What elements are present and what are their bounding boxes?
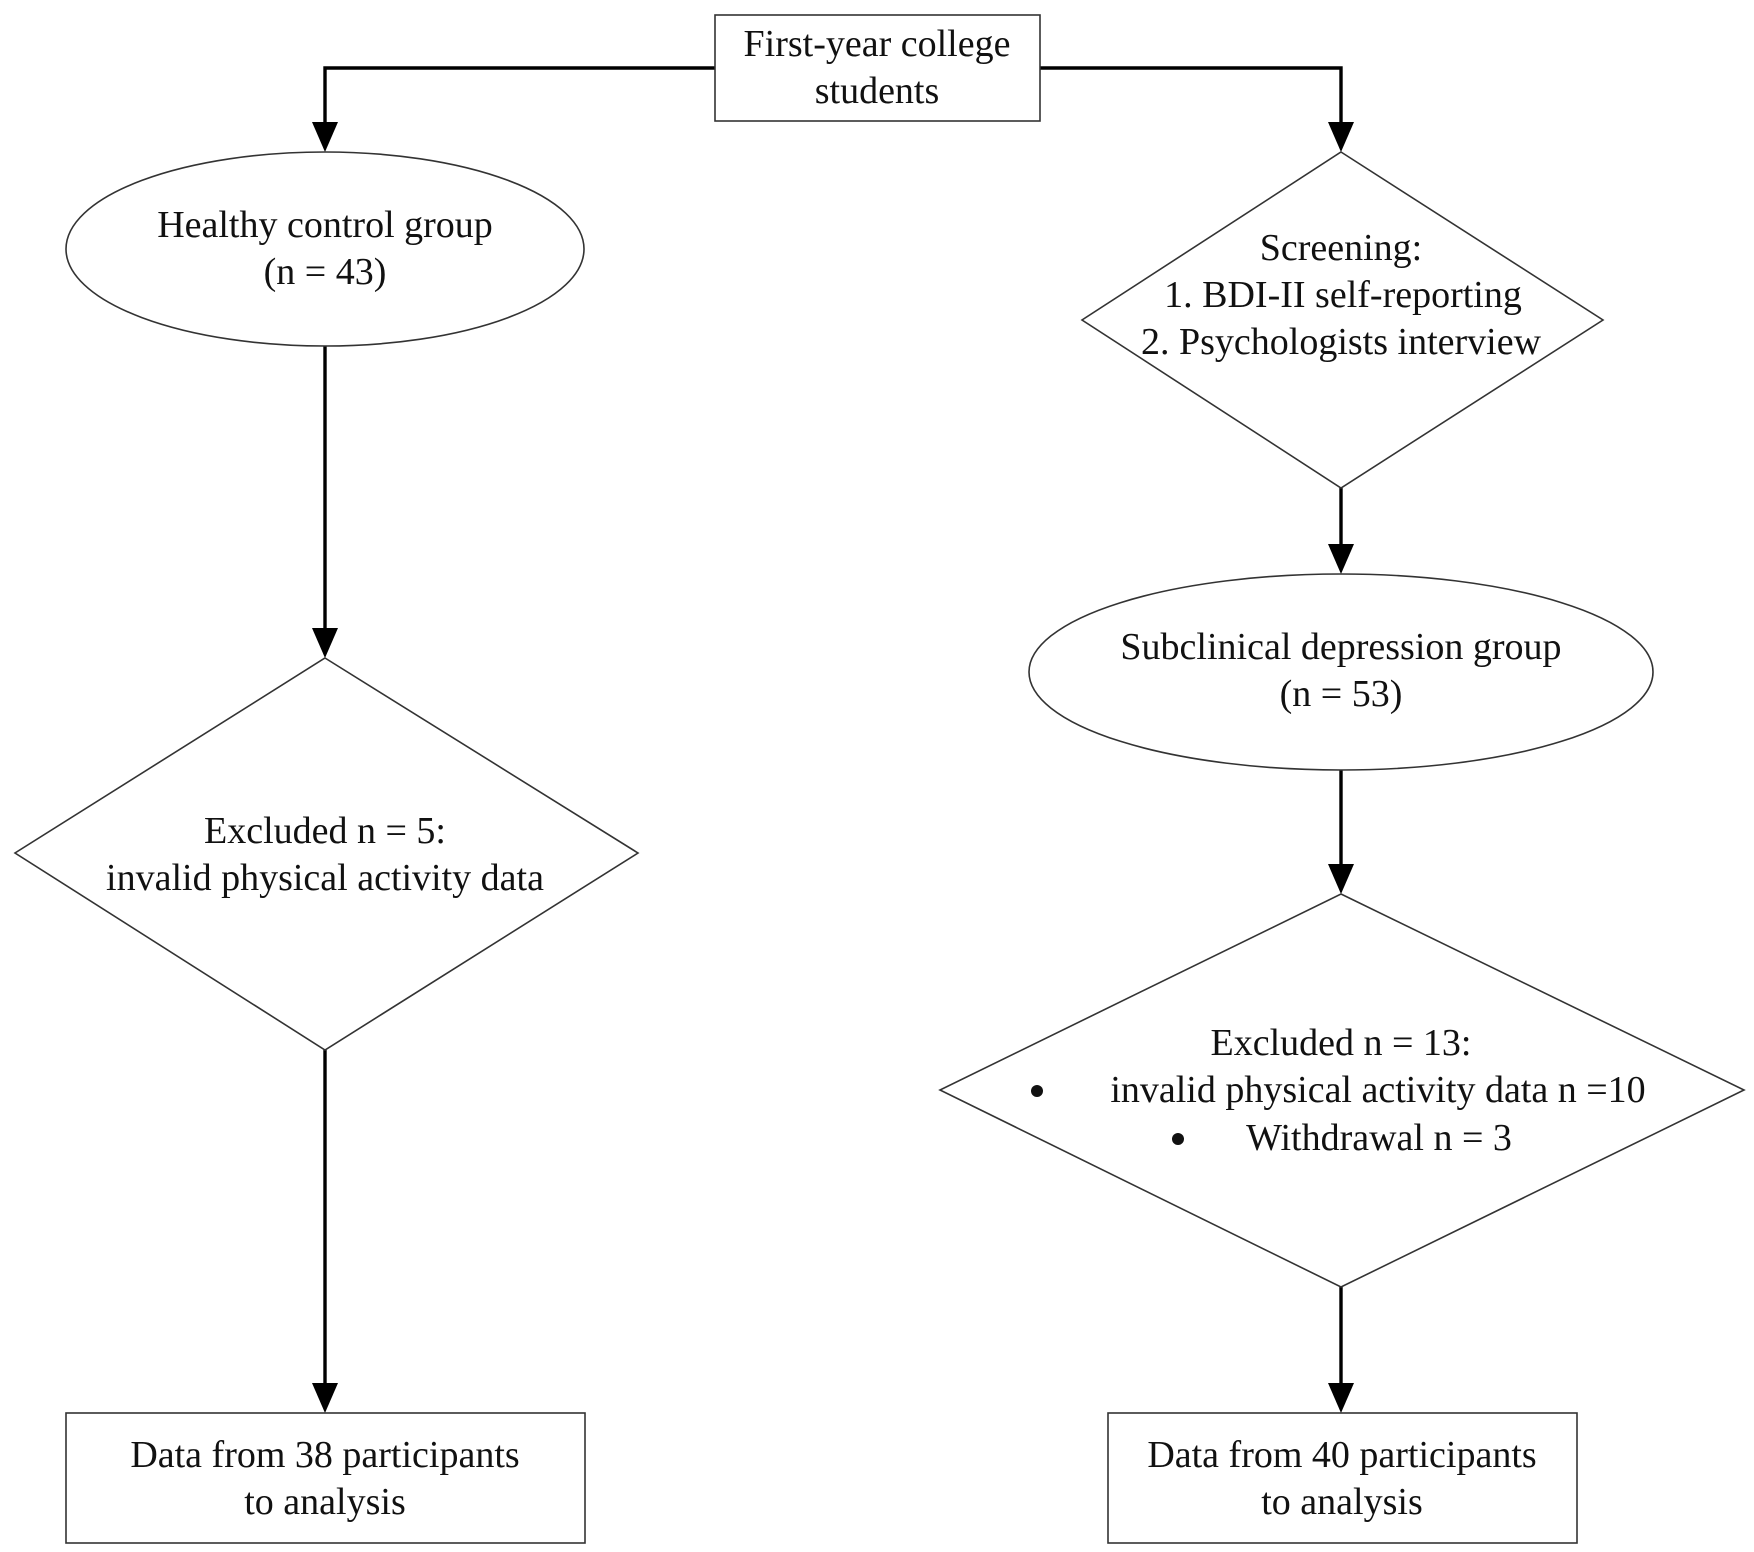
excluded-left-diamond [13, 657, 640, 1051]
node-result-right: Data from 40 participants to analysis [1107, 1412, 1578, 1544]
result-left-line-1: Data from 38 participants [130, 1434, 519, 1476]
healthy-control-label: Healthy control group [157, 204, 493, 246]
excluded-right-bullet-2: Withdrawal n = 3 [1246, 1117, 1512, 1159]
arrowhead-screening [1328, 122, 1354, 152]
node-subclinical: Subclinical depression group (n = 53) [1028, 573, 1654, 771]
arrowhead-result-left [312, 1383, 338, 1413]
bullet-dot-1 [1031, 1085, 1043, 1097]
node-healthy-control: Healthy control group (n = 43) [65, 151, 585, 347]
result-left-line-2: to analysis [244, 1481, 405, 1523]
result-right-box [1107, 1412, 1578, 1544]
screening-diamond [1080, 151, 1605, 489]
result-left-box [65, 1412, 586, 1544]
arrowhead-result-right [1328, 1383, 1354, 1413]
excluded-right-title: Excluded n = 13: [1211, 1022, 1472, 1064]
start-label-line-2: students [815, 70, 940, 112]
connectors [312, 66, 1354, 1413]
arrowhead-subclinical [1328, 544, 1354, 574]
excluded-left-reason: invalid physical activity data [106, 857, 544, 899]
arrowhead-excluded-left [312, 628, 338, 658]
subclinical-count: (n = 53) [1280, 673, 1403, 715]
node-screening: Screening: 1. BDI-II self-reporting 2. P… [1080, 151, 1605, 489]
edge-start-to-screening [1040, 66, 1343, 122]
start-box [714, 14, 1041, 122]
node-result-left: Data from 38 participants to analysis [65, 1412, 586, 1544]
arrowhead-excluded-right [1328, 864, 1354, 894]
screening-step-1: 1. BDI-II self-reporting [1164, 274, 1522, 316]
node-excluded-right: Excluded n = 13: invalid physical activi… [938, 893, 1746, 1288]
excluded-right-diamond [938, 893, 1746, 1288]
arrowhead-healthy [312, 122, 338, 152]
screening-title: Screening: [1260, 227, 1423, 269]
excluded-right-bullet-1: invalid physical activity data n =10 [1110, 1069, 1645, 1111]
bullet-dot-2 [1172, 1133, 1184, 1145]
start-label-line-1: First-year college [744, 23, 1011, 65]
healthy-control-ellipse [65, 151, 585, 347]
excluded-left-title: Excluded n = 5: [204, 810, 446, 852]
result-right-line-1: Data from 40 participants [1147, 1434, 1536, 1476]
healthy-control-count: (n = 43) [264, 251, 387, 293]
node-start: First-year college students [714, 14, 1041, 122]
edge-start-to-healthy [323, 66, 715, 122]
subclinical-label: Subclinical depression group [1120, 626, 1561, 668]
node-excluded-left: Excluded n = 5: invalid physical activit… [13, 657, 640, 1051]
result-right-line-2: to analysis [1261, 1481, 1422, 1523]
subclinical-ellipse [1028, 573, 1654, 771]
screening-step-2: 2. Psychologists interview [1141, 321, 1542, 363]
